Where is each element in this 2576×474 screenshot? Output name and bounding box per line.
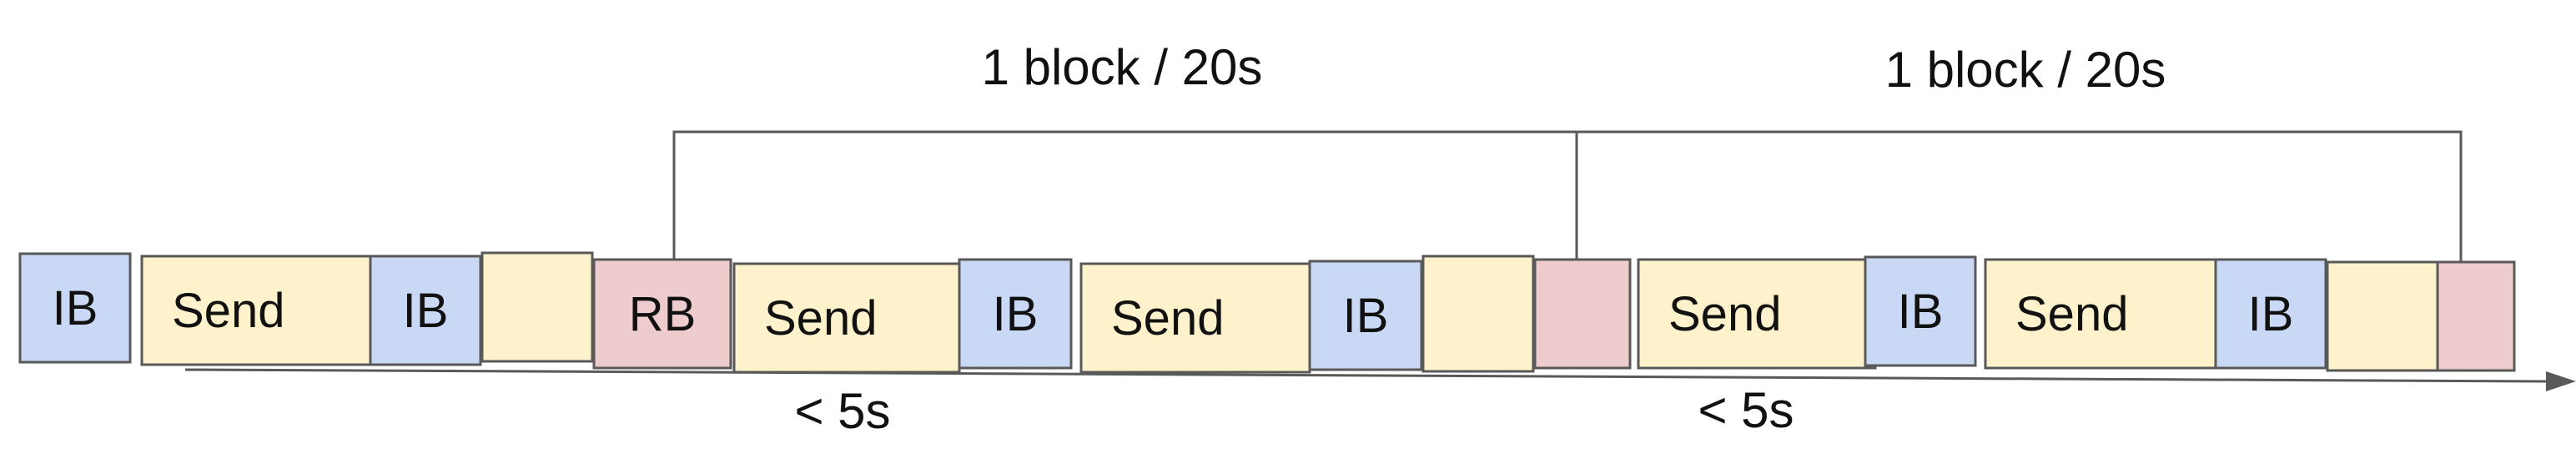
interval-label-1: 1 block / 20s xyxy=(982,39,1263,95)
interval-bracket-1 xyxy=(672,130,1578,262)
block-label-send: Send xyxy=(1668,287,1781,341)
block-rb-5 xyxy=(592,258,732,370)
block-label-send: Send xyxy=(2015,287,2128,341)
block-label-ib: IB xyxy=(993,287,1039,341)
block-ib-9 xyxy=(1308,260,1423,371)
block-rb-17 xyxy=(2436,260,2516,372)
timeline-axis xyxy=(184,368,2553,383)
block-ib-15 xyxy=(2214,258,2327,370)
block-rb-11 xyxy=(1533,258,1632,370)
block-send-4 xyxy=(480,251,594,363)
interval-label-2: 1 block / 20s xyxy=(1885,42,2166,98)
block-label-rb: RB xyxy=(629,287,697,341)
timeline-arrowhead xyxy=(2546,371,2576,391)
block-label-send: Send xyxy=(1111,291,1224,345)
latency-label-1: < 5s xyxy=(794,383,890,439)
block-label-ib: IB xyxy=(2248,287,2294,341)
block-ib-7 xyxy=(958,258,1073,370)
block-send-8 xyxy=(1079,262,1311,374)
block-ib-13 xyxy=(1864,255,1977,367)
block-ib-3 xyxy=(369,255,482,366)
block-label-send: Send xyxy=(172,284,284,338)
block-label-ib: IB xyxy=(1898,285,1944,339)
block-label-ib: IB xyxy=(53,281,98,335)
interval-bracket-2 xyxy=(1577,130,2463,263)
block-label-send: Send xyxy=(764,291,877,345)
block-send-10 xyxy=(1421,255,1535,373)
block-send-16 xyxy=(2326,260,2439,372)
block-send-6 xyxy=(732,262,961,374)
block-send-12 xyxy=(1637,258,1877,370)
block-label-ib: IB xyxy=(1343,289,1389,343)
block-send-2 xyxy=(140,255,372,366)
latency-label-2: < 5s xyxy=(1698,382,1794,438)
block-row: IB Send IB RB Send IB Send IB Send IB Send IB xyxy=(18,251,2516,374)
block-ib-1 xyxy=(18,252,132,364)
block-label-ib: IB xyxy=(403,284,449,338)
